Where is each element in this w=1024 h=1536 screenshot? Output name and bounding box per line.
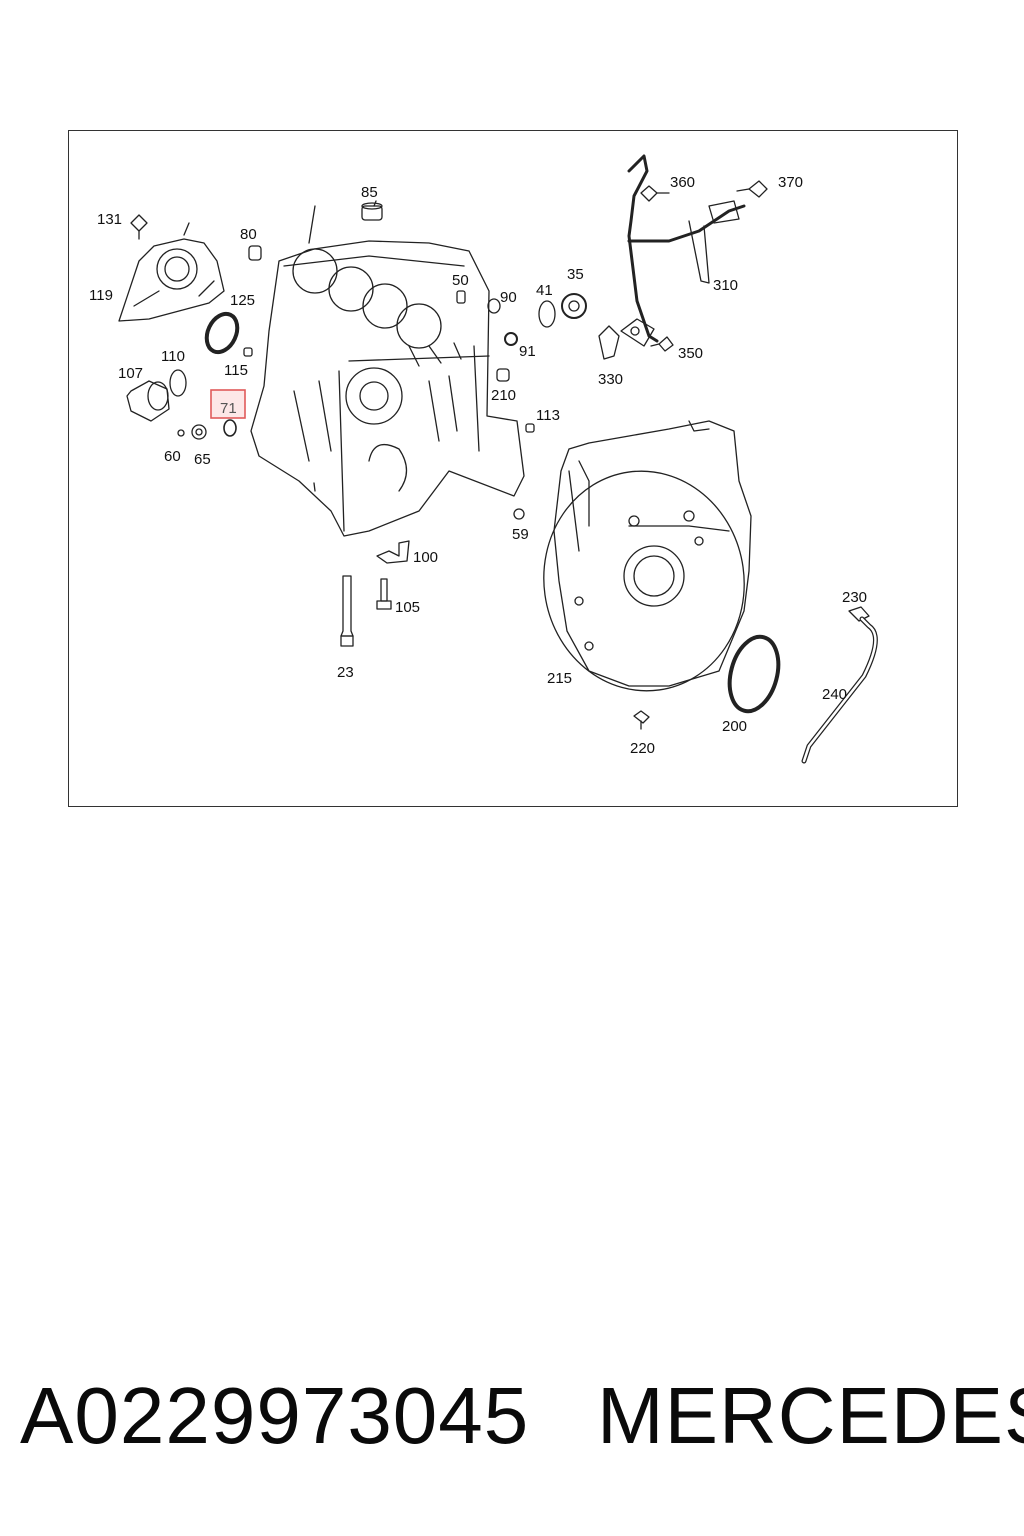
- plug-90: [487, 298, 501, 314]
- exploded-view-drawing: 131 85 80 50 90 41 35 360 370 119 125 31…: [89, 154, 878, 764]
- callout-360: 360: [670, 174, 695, 191]
- callout-240: 240: [822, 686, 847, 703]
- callout-215: 215: [547, 670, 572, 687]
- callout-85: 85: [361, 184, 378, 201]
- callout-230: 230: [842, 589, 867, 606]
- o-ring-71: [223, 419, 237, 437]
- rear-cover-119: [118, 238, 225, 322]
- callout-370: 370: [778, 174, 803, 191]
- callout-80: 80: [240, 226, 257, 243]
- plug-59: [513, 508, 525, 520]
- bolt-350: [650, 336, 674, 352]
- plug-65: [191, 424, 207, 440]
- parts-diagram: 131 85 80 50 90 41 35 360 370 119 125 31…: [68, 130, 958, 807]
- seal-ring-200: [727, 634, 781, 714]
- callout-107: 107: [118, 365, 143, 382]
- highlight-box-71: [210, 389, 246, 419]
- oil-seal-35: [561, 293, 587, 319]
- bolt-131: [130, 214, 148, 240]
- bolt-360: [640, 185, 670, 202]
- flywheel-housing-215: [543, 420, 752, 692]
- seal-ring-125: [204, 311, 240, 355]
- callout-131: 131: [97, 211, 122, 228]
- callout-110: 110: [161, 348, 185, 365]
- sensor-105: [376, 578, 392, 610]
- callout-50: 50: [452, 272, 469, 289]
- callout-330: 330: [598, 371, 623, 388]
- bolt-220: [633, 710, 650, 730]
- bolt-370: [736, 180, 768, 198]
- callout-65: 65: [194, 451, 211, 468]
- sleeve-210: [496, 368, 510, 382]
- callout-310: 310: [713, 277, 738, 294]
- callout-210: 210: [491, 387, 516, 404]
- callout-59: 59: [512, 526, 529, 543]
- plug-91: [504, 332, 518, 346]
- callout-200: 200: [722, 718, 747, 735]
- pin-115: [243, 347, 253, 357]
- filter-housing-107: [126, 380, 170, 422]
- callout-60: 60: [164, 448, 181, 465]
- pin-80: [248, 245, 262, 261]
- engine-block: [250, 240, 525, 537]
- fitting-230: [848, 606, 870, 622]
- hose-240: [801, 616, 878, 764]
- callout-71: 71: [220, 400, 237, 417]
- callout-41: 41: [536, 282, 553, 299]
- callout-91: 91: [519, 343, 536, 360]
- callout-100: 100: [413, 549, 438, 566]
- part-number: A0229973045: [20, 1371, 530, 1460]
- callout-labels: 131 85 80 50 90 41 35 360 370 119 125 31…: [89, 174, 867, 757]
- flange-330: [620, 318, 655, 347]
- plug-60: [177, 429, 185, 437]
- pin-50: [456, 290, 466, 304]
- callout-35: 35: [567, 266, 584, 283]
- o-ring-41: [538, 300, 556, 328]
- brand-name: MERCEDES: [597, 1371, 1024, 1460]
- callout-90: 90: [500, 289, 517, 306]
- callout-125: 125: [230, 292, 255, 309]
- sensor-100: [376, 540, 410, 564]
- callout-115: 115: [224, 362, 248, 379]
- footer-caption: A0229973045 MERCEDES: [20, 1370, 1024, 1470]
- head-bolt-23: [340, 575, 354, 647]
- sleeve-85: [361, 202, 383, 221]
- callout-220: 220: [630, 740, 655, 757]
- callout-105: 105: [395, 599, 420, 616]
- callout-350: 350: [678, 345, 703, 362]
- gasket-330: [598, 325, 620, 360]
- pin-113: [525, 423, 535, 433]
- callout-23: 23: [337, 664, 354, 681]
- callout-113: 113: [536, 407, 560, 424]
- o-ring-110: [169, 369, 187, 397]
- callout-119: 119: [89, 287, 113, 304]
